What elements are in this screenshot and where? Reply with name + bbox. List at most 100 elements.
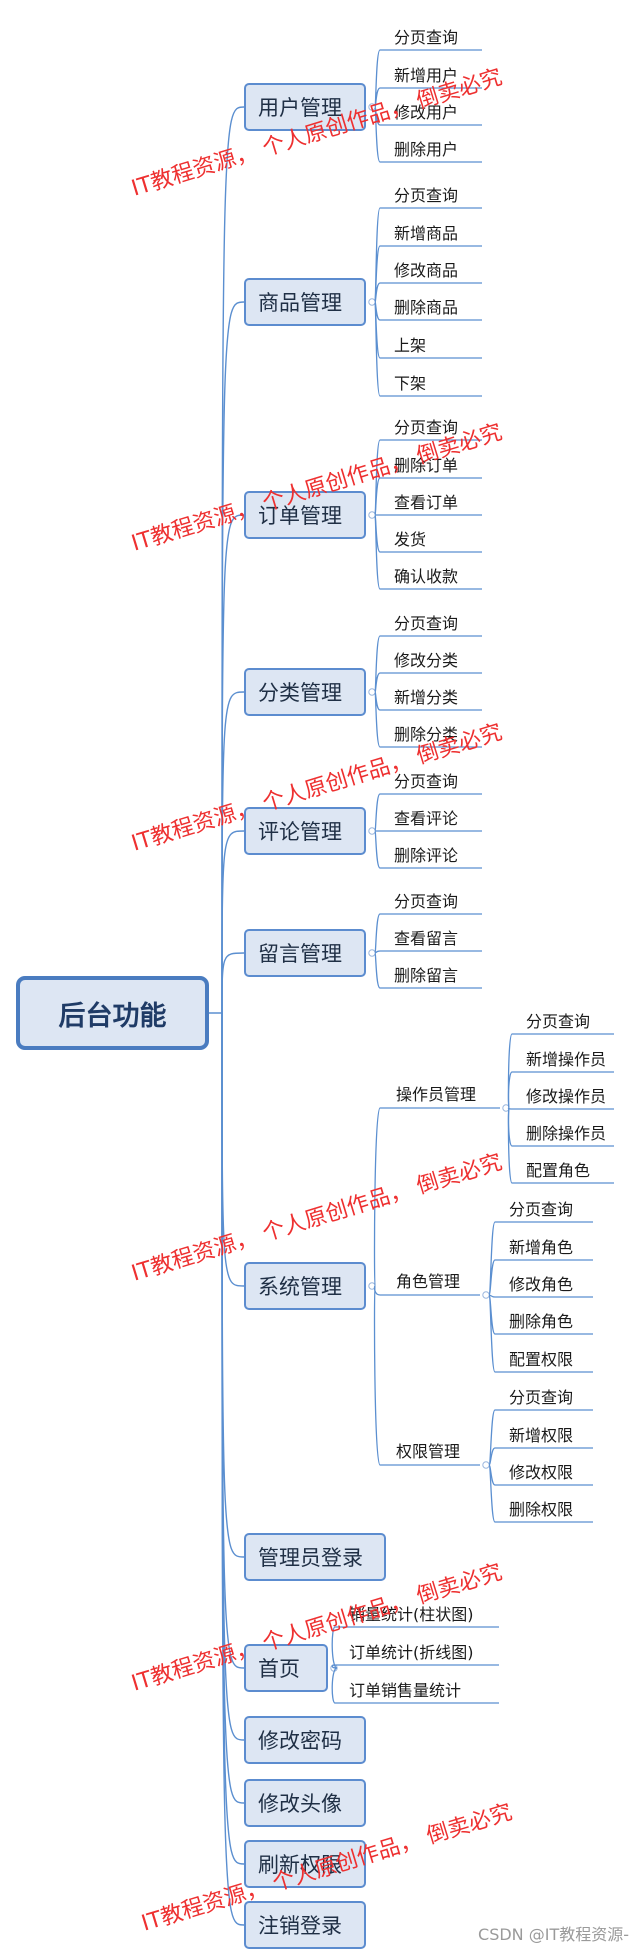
- connector-line: [331, 1664, 499, 1669]
- subbranch-node[interactable]: 权限管理: [396, 1442, 461, 1461]
- connector-line: [221, 301, 245, 1014]
- collapse-toggle-icon[interactable]: [368, 827, 376, 835]
- connector-line: [374, 87, 482, 108]
- leaf-node: 销量统计(柱状图): [349, 1605, 474, 1624]
- leaf-node: 查看评论: [394, 809, 459, 828]
- connector-line: [374, 301, 482, 397]
- connector-line: [221, 952, 245, 1014]
- leaf-node: 分页查询: [394, 28, 459, 47]
- leaf-node: 新增分类: [394, 688, 459, 707]
- connector-line: [331, 1626, 499, 1669]
- connector-line: [374, 793, 482, 832]
- leaf-node: 订单统计(折线图): [349, 1643, 474, 1662]
- branch-node[interactable]: 首页: [244, 1644, 328, 1692]
- connector-line: [221, 830, 245, 1014]
- leaf-node: 查看订单: [394, 493, 459, 512]
- connector-line: [488, 1447, 593, 1466]
- leaf-node: 上架: [394, 336, 427, 355]
- connector-line: [488, 1464, 593, 1523]
- branch-node[interactable]: 修改头像: [244, 1779, 366, 1827]
- leaf-node: 配置权限: [509, 1350, 574, 1369]
- leaf-node: 分页查询: [509, 1388, 574, 1407]
- leaf-node: 修改操作员: [526, 1087, 607, 1106]
- connector-line: [507, 1107, 614, 1110]
- leaf-node: 分页查询: [394, 418, 459, 437]
- leaf-node: 修改商品: [394, 261, 459, 280]
- branch-node[interactable]: 分类管理: [244, 668, 366, 716]
- leaf-node: 分页查询: [394, 772, 459, 791]
- leaf-node: 删除操作员: [526, 1124, 607, 1143]
- connector-line: [374, 477, 482, 516]
- connector-line: [221, 1012, 245, 1558]
- connector-line: [488, 1294, 593, 1373]
- connector-line: [221, 1012, 245, 1926]
- branch-node[interactable]: 评论管理: [244, 807, 366, 855]
- leaf-node: 删除订单: [394, 456, 459, 475]
- leaf-node: 分页查询: [394, 614, 459, 633]
- leaf-node: 删除评论: [394, 846, 459, 865]
- leaf-node: 修改用户: [394, 103, 459, 122]
- leaf-node: 修改角色: [509, 1275, 574, 1294]
- leaf-node: 删除用户: [394, 140, 459, 159]
- leaf-node: 删除留言: [394, 966, 459, 985]
- connector-line: [374, 913, 482, 954]
- subbranch-node[interactable]: 操作员管理: [396, 1085, 477, 1104]
- connector-line: [374, 514, 482, 590]
- collapse-toggle-icon[interactable]: [502, 1104, 510, 1112]
- connector-line: [374, 952, 482, 989]
- branch-node[interactable]: 商品管理: [244, 278, 366, 326]
- leaf-node: 分页查询: [394, 892, 459, 911]
- connector-line: [374, 950, 482, 954]
- connector-line: [374, 207, 482, 303]
- leaf-node: 分页查询: [526, 1012, 591, 1031]
- connector-line: [221, 1012, 245, 1669]
- collapse-toggle-icon[interactable]: [368, 949, 376, 957]
- connector-line: [507, 1071, 614, 1109]
- branch-node[interactable]: 管理员登录: [244, 1533, 386, 1581]
- leaf-node: 订单销售量统计: [349, 1681, 462, 1700]
- collapse-toggle-icon[interactable]: [482, 1461, 490, 1469]
- leaf-node: 分页查询: [509, 1200, 574, 1219]
- connector-line: [373, 1107, 500, 1287]
- leaf-node: 新增操作员: [526, 1050, 607, 1069]
- leaf-node: 配置角色: [526, 1161, 591, 1180]
- branch-node[interactable]: 系统管理: [244, 1262, 366, 1310]
- connector-line: [374, 830, 482, 869]
- leaf-node: 新增商品: [394, 224, 459, 243]
- collapse-toggle-icon[interactable]: [368, 688, 376, 696]
- connector-line: [488, 1294, 593, 1298]
- connector-line: [221, 1012, 245, 1804]
- leaf-node: 下架: [394, 374, 427, 393]
- collapse-toggle-icon[interactable]: [368, 1282, 376, 1290]
- leaf-node: 修改分类: [394, 651, 459, 670]
- leaf-node: 删除商品: [394, 298, 459, 317]
- leaf-node: 查看留言: [394, 929, 459, 948]
- branch-node[interactable]: 订单管理: [244, 491, 366, 539]
- subbranch-node[interactable]: 角色管理: [396, 1272, 461, 1291]
- leaf-node: 确认收款: [394, 567, 459, 586]
- leaf-node: 新增角色: [509, 1238, 574, 1257]
- leaf-node: 分页查询: [394, 186, 459, 205]
- branch-node[interactable]: 注销登录: [244, 1901, 366, 1949]
- leaf-node: 删除分类: [394, 725, 459, 744]
- connector-line: [374, 106, 482, 163]
- connector-line: [331, 1667, 499, 1704]
- connector-line: [488, 1259, 593, 1296]
- branch-node[interactable]: 留言管理: [244, 929, 366, 977]
- collapse-toggle-icon[interactable]: [368, 298, 376, 306]
- credit-text: CSDN @IT教程资源-: [478, 1925, 629, 1944]
- connector-line: [373, 1285, 480, 1466]
- root-node: 后台功能: [16, 976, 209, 1050]
- leaf-node: 新增权限: [509, 1426, 574, 1445]
- collapse-toggle-icon[interactable]: [368, 511, 376, 519]
- connector-line: [507, 1107, 614, 1184]
- collapse-toggle-icon[interactable]: [482, 1291, 490, 1299]
- branch-node[interactable]: 用户管理: [244, 83, 366, 131]
- branch-node[interactable]: 刷新权限: [244, 1840, 366, 1888]
- connector-line: [374, 514, 482, 553]
- connector-line: [374, 691, 482, 748]
- leaf-node: 删除角色: [509, 1312, 574, 1331]
- leaf-node: 删除权限: [509, 1500, 574, 1519]
- branch-node[interactable]: 修改密码: [244, 1716, 366, 1764]
